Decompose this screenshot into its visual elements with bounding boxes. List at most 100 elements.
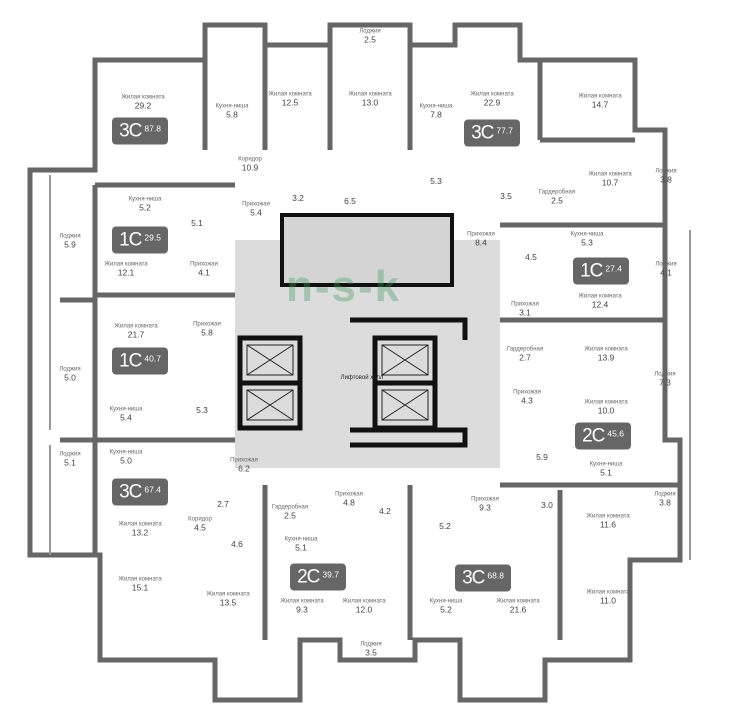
room-area: 15.1 xyxy=(131,582,149,593)
room-area: 4.8 xyxy=(343,497,355,508)
room-name: Жилая комната xyxy=(268,91,312,98)
room-area: 5.1 xyxy=(64,457,76,468)
room-area: 2.5 xyxy=(364,34,376,45)
room-name: Лоджия xyxy=(59,366,81,373)
room-area: 4.1 xyxy=(660,267,672,278)
room-label: 5.2 xyxy=(439,521,451,532)
room-area: 10.7 xyxy=(601,177,619,188)
room-name: Лоджия xyxy=(59,451,81,458)
room-area: 12.1 xyxy=(117,267,135,278)
room-name: Лоджия xyxy=(654,491,676,498)
room-area: 2.5 xyxy=(284,510,296,521)
room-name: Кухня-ниша xyxy=(215,103,249,110)
apartment-type: 1С xyxy=(580,260,603,281)
room-area: 5.0 xyxy=(64,372,76,383)
room-area: 7.3 xyxy=(659,377,671,388)
apartment-area: 29.5 xyxy=(144,232,161,243)
room-name: Кухня-ниша xyxy=(128,196,162,203)
apartment-type: 2С xyxy=(297,566,320,587)
room-name: Прихожая xyxy=(467,231,495,238)
room-name: Кухня-ниша xyxy=(284,536,318,543)
room-name: Жилая комната xyxy=(496,598,540,605)
apartment-type: 1С xyxy=(119,229,142,250)
room-area: 3.2 xyxy=(292,193,304,204)
room-label: 5.3 xyxy=(430,176,442,187)
room-area: 21.7 xyxy=(127,329,145,340)
room-area: 5.8 xyxy=(201,327,213,338)
apartment-type: 2С xyxy=(582,425,605,446)
room-name: Кухня-ниша xyxy=(570,231,604,238)
room-name: Прихожая xyxy=(511,301,539,308)
apartment-area: 40.7 xyxy=(144,353,161,364)
room-name: Прихожая xyxy=(242,201,270,208)
room-area: 12.4 xyxy=(591,299,609,310)
room-area: 12.0 xyxy=(355,604,373,615)
room-area: 13.5 xyxy=(219,597,237,608)
room-name: Жилая комната xyxy=(118,521,162,528)
room-area: 4.5 xyxy=(194,522,206,533)
room-area: 5.8 xyxy=(226,109,238,120)
room-name: Жилая комната xyxy=(348,91,392,98)
room-area: 4.1 xyxy=(198,267,210,278)
room-area: 10.0 xyxy=(597,405,615,416)
room-area: 5.0 xyxy=(120,455,132,466)
room-label: 4.5 xyxy=(525,252,537,263)
room-name: Кухня-ниша xyxy=(429,598,463,605)
room-name: Прихожая xyxy=(471,496,499,503)
lift-hall-label: Лифтовой холл xyxy=(340,375,384,381)
room-area: 7.8 xyxy=(430,109,442,120)
room-name: Жилая комната xyxy=(588,171,632,178)
apartment-area: 45.6 xyxy=(607,428,624,439)
room-name: Лоджия xyxy=(655,261,677,268)
room-name: Жилая комната xyxy=(104,261,148,268)
room-area: 3.5 xyxy=(500,191,512,202)
room-name: Лоджия xyxy=(655,168,677,175)
apartment-type: 3С xyxy=(462,567,485,588)
room-area: 8.4 xyxy=(475,237,487,248)
room-name: Жилая комната xyxy=(578,293,622,300)
room-label: 5.9 xyxy=(536,452,548,463)
room-label: 3.5 xyxy=(500,191,512,202)
room-area: 5.1 xyxy=(600,467,612,478)
room-name: Коридор xyxy=(238,156,262,163)
room-name: Жилая комната xyxy=(584,399,628,406)
room-name: Жилая комната xyxy=(586,513,630,520)
room-area: 9.3 xyxy=(479,502,491,513)
room-name: Гардеробная xyxy=(538,189,576,196)
apartment-area: 68.8 xyxy=(487,570,504,581)
room-name: Прихожая xyxy=(193,321,221,328)
room-name: Жилая комната xyxy=(578,93,622,100)
